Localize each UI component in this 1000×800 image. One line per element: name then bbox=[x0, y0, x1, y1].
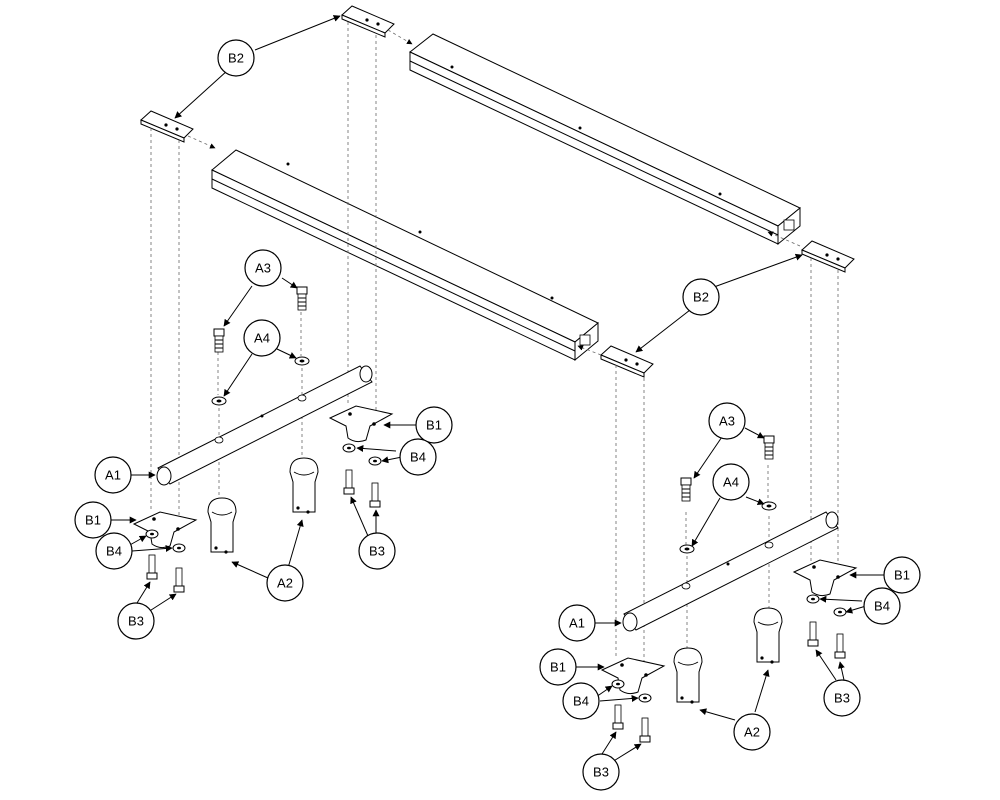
bolt-a3 bbox=[763, 435, 775, 460]
clamp-b1 bbox=[600, 657, 666, 695]
nut-b4 bbox=[638, 693, 652, 703]
screw-b3 bbox=[807, 621, 819, 647]
callout-b3: B3 bbox=[582, 753, 620, 791]
svg-text:B4: B4 bbox=[410, 450, 426, 465]
nut-b4 bbox=[172, 543, 186, 553]
post-a2 bbox=[289, 457, 319, 514]
callout-b1: B1 bbox=[415, 406, 453, 444]
washer-a4 bbox=[761, 501, 777, 511]
svg-text:A1: A1 bbox=[569, 616, 585, 631]
svg-text:B3: B3 bbox=[128, 614, 144, 629]
end-block-b2 bbox=[341, 5, 395, 38]
callout-b4: B4 bbox=[95, 532, 133, 570]
svg-text:B3: B3 bbox=[369, 544, 385, 559]
screw-b3 bbox=[173, 567, 185, 593]
alignment-lines bbox=[150, 22, 839, 668]
leader-lines bbox=[108, 15, 886, 763]
nut-b4 bbox=[806, 594, 820, 604]
svg-text:B4: B4 bbox=[874, 599, 890, 614]
callout-a3: A3 bbox=[708, 402, 746, 440]
end-block-b2 bbox=[600, 345, 654, 378]
callout-a4: A4 bbox=[243, 319, 281, 357]
callout-a2: A2 bbox=[266, 564, 304, 602]
washer-a4 bbox=[294, 356, 310, 366]
screw-b3 bbox=[834, 633, 846, 659]
svg-text:A4: A4 bbox=[723, 475, 739, 490]
callout-b3: B3 bbox=[823, 679, 861, 717]
svg-text:B3: B3 bbox=[834, 691, 850, 706]
callout-a1: A1 bbox=[94, 456, 132, 494]
svg-text:A1: A1 bbox=[105, 468, 121, 483]
svg-text:A4: A4 bbox=[254, 331, 270, 346]
callout-b3: B3 bbox=[117, 602, 155, 640]
callout-a3: A3 bbox=[244, 249, 282, 287]
post-a2 bbox=[207, 497, 237, 554]
callout-b2: B2 bbox=[682, 278, 720, 316]
clamp-b1 bbox=[328, 405, 394, 443]
nut-b4 bbox=[833, 607, 847, 617]
washer-a4 bbox=[679, 544, 695, 554]
callout-b1: B1 bbox=[539, 648, 577, 686]
svg-text:B4: B4 bbox=[106, 544, 122, 559]
screw-b3 bbox=[343, 469, 355, 495]
callout-a1: A1 bbox=[558, 604, 596, 642]
callout-b3: B3 bbox=[358, 532, 396, 570]
svg-text:B2: B2 bbox=[693, 290, 709, 305]
screw-b3 bbox=[612, 704, 624, 730]
svg-text:B1: B1 bbox=[426, 418, 442, 433]
screw-b3 bbox=[369, 482, 381, 508]
rail-lower bbox=[211, 149, 599, 362]
callout-b1: B1 bbox=[883, 556, 921, 594]
nut-b4 bbox=[145, 529, 159, 539]
callout-b1: B1 bbox=[74, 501, 112, 539]
nut-b4 bbox=[368, 456, 382, 466]
svg-text:B1: B1 bbox=[894, 568, 910, 583]
screw-b3 bbox=[639, 717, 651, 743]
nut-b4 bbox=[342, 443, 356, 453]
svg-text:A3: A3 bbox=[255, 261, 271, 276]
callout-b4: B4 bbox=[399, 438, 437, 476]
bolt-a3 bbox=[680, 477, 692, 502]
svg-text:B3: B3 bbox=[593, 765, 609, 780]
svg-text:A2: A2 bbox=[277, 576, 293, 591]
svg-text:B2: B2 bbox=[228, 51, 244, 66]
end-block-b2 bbox=[140, 110, 194, 143]
svg-text:A3: A3 bbox=[719, 414, 735, 429]
clamp-b1 bbox=[792, 559, 858, 597]
svg-text:A2: A2 bbox=[744, 725, 760, 740]
end-block-b2 bbox=[801, 240, 855, 273]
svg-text:B1: B1 bbox=[85, 513, 101, 528]
nut-b4 bbox=[611, 679, 625, 689]
callout-b4: B4 bbox=[562, 682, 600, 720]
post-a2 bbox=[673, 647, 703, 704]
tube-a1-right bbox=[622, 511, 839, 632]
rail-upper bbox=[409, 33, 801, 246]
clamp-b1 bbox=[132, 511, 198, 549]
washer-a4 bbox=[211, 396, 227, 406]
callout-b4: B4 bbox=[863, 587, 901, 625]
post-a2 bbox=[753, 607, 783, 664]
callout-a2: A2 bbox=[733, 713, 771, 751]
bolt-a3 bbox=[213, 328, 225, 353]
screw-b3 bbox=[146, 554, 158, 580]
bolt-a3 bbox=[296, 286, 308, 311]
svg-text:B4: B4 bbox=[573, 694, 589, 709]
callout-b2: B2 bbox=[217, 39, 255, 77]
tube-a1-left bbox=[156, 365, 373, 486]
svg-text:B1: B1 bbox=[550, 660, 566, 675]
callout-a4: A4 bbox=[712, 463, 750, 501]
